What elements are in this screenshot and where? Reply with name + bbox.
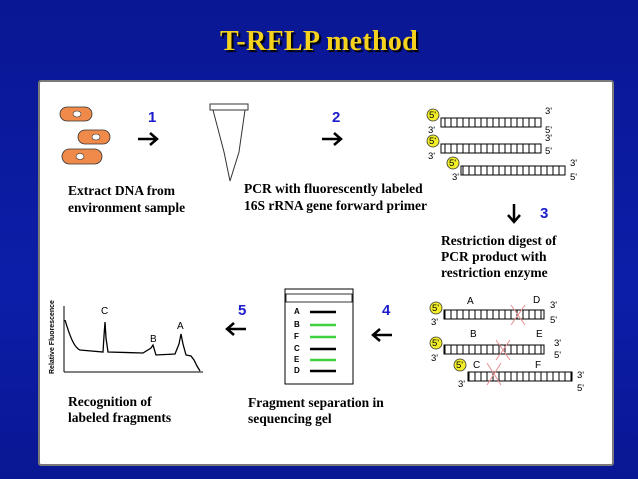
step-2-caption-line-1: PCR with fluorescently labeled [244, 181, 423, 196]
dna-double-strand [440, 117, 542, 128]
dna-double-strand [460, 165, 566, 176]
strand-3-end: 3' [428, 125, 435, 136]
gel-lane-label: B [294, 320, 300, 329]
fluorescent-label-icon [429, 336, 443, 350]
strand-5-end: 5' [432, 338, 439, 349]
strand-3-end: 3' [431, 317, 438, 328]
strand-5-end: 5' [577, 383, 584, 394]
pcr-tube-icon [209, 103, 249, 182]
dna-double-strand [443, 344, 545, 355]
strand-5-end: 5' [456, 360, 463, 371]
strand-5-end: 5' [550, 315, 557, 326]
arrow-right-icon [322, 132, 343, 146]
strand-3-end: 3' [428, 151, 435, 162]
cell-icon [61, 148, 103, 165]
strand-5-end: 5' [545, 125, 552, 136]
gel-lane-label: C [294, 344, 300, 353]
step-4-number: 4 [382, 302, 391, 319]
strand-5-end: 5' [570, 172, 577, 183]
chromatogram-y-label: Relative Fluorescence [49, 300, 56, 374]
step-5-caption-line-2: labeled fragments [68, 410, 171, 425]
cell-icon [77, 129, 111, 145]
strand-5-end: 5' [432, 303, 439, 314]
fragment-label-c: C [473, 360, 480, 371]
strand-3-end: 3' [458, 379, 465, 390]
step-4-caption-line-2: sequencing gel [248, 411, 332, 426]
strand-3-end: 3' [577, 370, 584, 381]
step-5-number: 5 [238, 302, 246, 319]
strand-3-end: 3' [545, 133, 552, 144]
digested-fragments: 5' A D 3' 3' 5' 5' B E 3' 3' 5' [429, 295, 584, 394]
fragment-label-a: A [467, 296, 474, 307]
step-3-caption-line-2: PCR product with [441, 249, 547, 264]
strand-5-end: 5' [545, 146, 552, 157]
step-3-caption-line-3: restriction enzyme [441, 265, 548, 280]
step-5-caption-line-1: Recognition of [68, 394, 152, 409]
arrow-right-icon [138, 132, 159, 146]
arrow-down-icon [507, 204, 521, 224]
fluorescent-label-icon [446, 156, 460, 170]
peak-label-c: C [101, 306, 108, 317]
step-4-caption-line-1: Fragment separation in [248, 395, 384, 410]
arrow-left-icon [371, 328, 392, 342]
cut-site-mark [486, 362, 502, 386]
fragment-label-b: B [470, 329, 477, 340]
step-1-number: 1 [148, 109, 156, 126]
fragment-label-e: E [536, 329, 543, 340]
labeled-pcr-products: 5' 3' 3' 5' 5' 3' 3' 5' 5' 3' 3' 5' [426, 106, 577, 183]
chromatogram-trace [64, 319, 201, 372]
strand-3-end: 3' [431, 353, 438, 364]
fragment-label-d: D [533, 295, 540, 306]
fluorescent-label-icon [429, 301, 443, 315]
gel-lane-label: A [294, 307, 300, 316]
strand-3-end: 3' [545, 106, 552, 117]
dna-double-strand [443, 309, 545, 320]
gel-lane-label: F [294, 332, 299, 341]
sequencing-gel: A B F C E D [284, 288, 354, 385]
strand-3-end: 3' [570, 158, 577, 169]
peak-label-a: A [177, 321, 184, 332]
fluorescent-label-icon [453, 358, 467, 372]
step-2-caption-line-2: 16S rRNA gene forward primer [244, 198, 427, 213]
fluorescent-label-icon [426, 134, 440, 148]
cut-site-mark [495, 339, 511, 361]
strand-3-end: 3' [550, 300, 557, 311]
strand-5-end: 5' [429, 136, 436, 147]
dna-double-strand [440, 143, 542, 154]
bacteria-cells-icon [59, 106, 111, 165]
step-3-caption-line-1: Restriction digest of [441, 233, 557, 248]
step-1-caption-line-2: environment sample [68, 200, 185, 215]
strand-5-end: 5' [429, 110, 436, 121]
cut-site-mark [510, 304, 526, 326]
strand-5-end: 5' [554, 350, 561, 361]
strand-5-end: 5' [449, 158, 456, 169]
strand-3-end: 3' [452, 172, 459, 183]
arrow-left-icon [225, 322, 246, 336]
fragment-label-f: F [535, 360, 541, 371]
gel-lane-label: E [294, 355, 300, 364]
diagram-panel: 1 Extract DNA from environment sample 2 … [38, 80, 614, 466]
strand-3-end: 3' [554, 338, 561, 349]
fluorescent-label-icon [426, 108, 440, 122]
peak-label-b: B [150, 334, 157, 345]
step-1-caption-line-1: Extract DNA from [68, 183, 176, 198]
gel-lane-label: D [294, 366, 300, 375]
fluorescence-chromatogram: Relative Fluorescence C B A [49, 300, 203, 374]
gel-well [285, 293, 353, 303]
cell-icon [59, 106, 93, 122]
diagram-canvas: 1 Extract DNA from environment sample 2 … [49, 103, 584, 426]
step-3-number: 3 [540, 205, 548, 222]
dna-double-strand [467, 371, 573, 382]
step-2-number: 2 [332, 109, 340, 126]
slide-title: T-RFLP method [219, 26, 419, 57]
